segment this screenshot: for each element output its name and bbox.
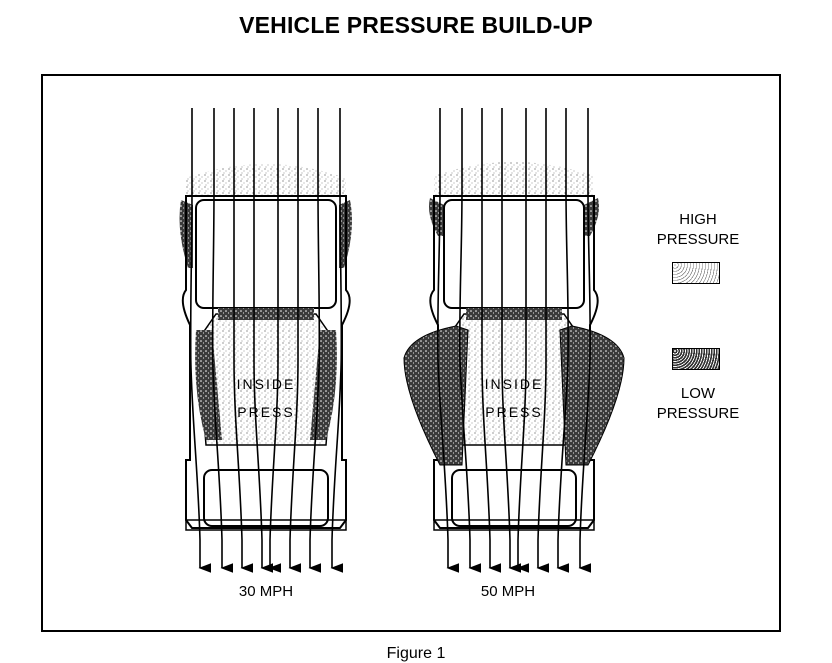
side-low-pressure-left	[403, 325, 469, 466]
diagram-frame	[41, 74, 781, 632]
front-high-pressure-zone	[186, 164, 346, 196]
airflow-line	[288, 108, 302, 573]
airflow-line	[516, 108, 530, 573]
airflow-line	[536, 108, 550, 573]
airflow-line	[268, 108, 282, 573]
rear-bumper	[433, 519, 595, 531]
figure-caption: Figure 1	[386, 645, 446, 662]
diagram-title: VEHICLE PRESSURE BUILD-UP	[239, 12, 593, 38]
inside-label-50mph: INSIDE PRESS	[484, 376, 544, 420]
airflow-line	[189, 108, 212, 573]
airflow-line	[308, 108, 322, 573]
windshield-strip	[466, 308, 562, 320]
trunk-panel	[451, 469, 577, 527]
rear-bumper	[185, 519, 347, 531]
airflow-lines-50mph	[436, 108, 592, 573]
vehicle-30mph	[179, 108, 352, 573]
speed-label-30mph: 30 MPH	[238, 583, 294, 600]
speed-label-50mph: 50 MPH	[480, 583, 536, 600]
airflow-line	[233, 108, 254, 573]
airflow-lines-30mph	[189, 108, 344, 573]
hood-panel	[195, 199, 337, 309]
airflow-line	[501, 108, 522, 573]
airflow-line	[578, 108, 592, 573]
inside-label-30mph: INSIDE PRESS	[236, 376, 296, 420]
car-body-outline	[181, 195, 351, 529]
airflow-line	[436, 108, 460, 573]
trunk-panel	[203, 469, 329, 527]
airflow-line	[211, 108, 234, 573]
airflow-line	[458, 108, 482, 573]
airflow-line	[481, 108, 502, 573]
car-body-outline	[429, 195, 599, 529]
airflow-line	[330, 108, 344, 573]
hood-panel	[443, 199, 585, 309]
legend-high-label: HIGH PRESSURE	[656, 211, 740, 248]
hood-side-low-pressure-right	[584, 198, 599, 236]
airflow-line	[556, 108, 570, 573]
airflow-line	[253, 108, 274, 573]
legend-low-swatch	[672, 348, 720, 370]
windshield-strip	[218, 308, 314, 320]
vehicle-50mph	[403, 108, 625, 573]
legend-high-swatch	[672, 262, 720, 284]
legend-low-label: LOW PRESSURE	[656, 385, 740, 422]
hood-side-low-pressure-left	[429, 198, 444, 236]
front-high-pressure-zone	[434, 162, 594, 196]
side-low-pressure-right	[559, 325, 625, 466]
